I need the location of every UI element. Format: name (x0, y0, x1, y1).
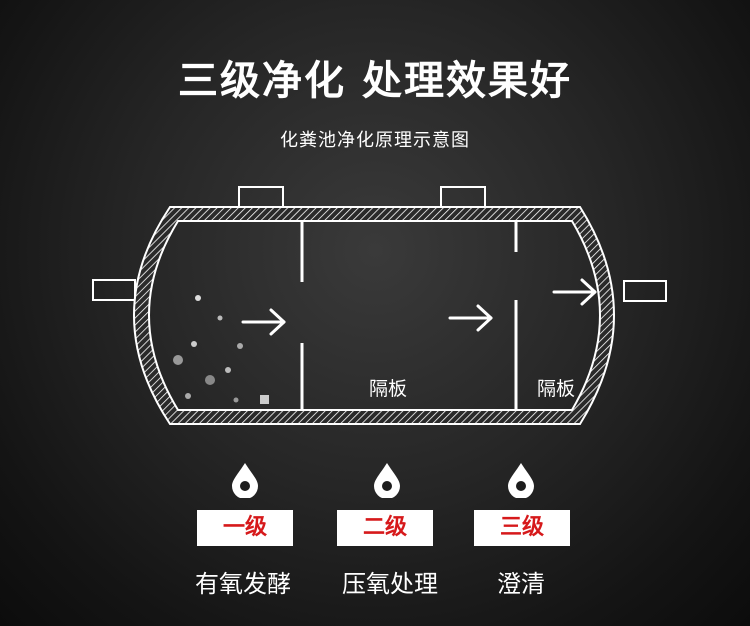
access-port-right (440, 186, 486, 208)
outlet-pipe (623, 280, 667, 302)
arrow-right-icon (552, 278, 597, 306)
arrow-right-icon (448, 304, 493, 332)
partition-label: 隔板 (537, 378, 575, 400)
stage-description: 有氧发酵 (195, 570, 291, 598)
arrow-right-icon (241, 308, 286, 336)
stage-level-badge: 三级 (474, 510, 570, 546)
inlet-pipe (92, 279, 136, 301)
water-drop-icon (232, 463, 258, 498)
partition-label: 隔板 (369, 378, 407, 400)
sediment-particles (173, 295, 269, 404)
tank-wall (133, 206, 615, 425)
stage-description: 澄清 (497, 570, 545, 598)
stage-level-badge: 二级 (337, 510, 433, 546)
stage-description: 压氧处理 (342, 570, 438, 598)
water-drop-icon (508, 463, 534, 498)
main-title: 三级净化 处理效果好 (178, 58, 572, 104)
stage-level-badge: 一级 (197, 510, 293, 546)
diagram-subtitle: 化粪池净化原理示意图 (280, 130, 470, 151)
water-drop-icon (374, 463, 400, 498)
